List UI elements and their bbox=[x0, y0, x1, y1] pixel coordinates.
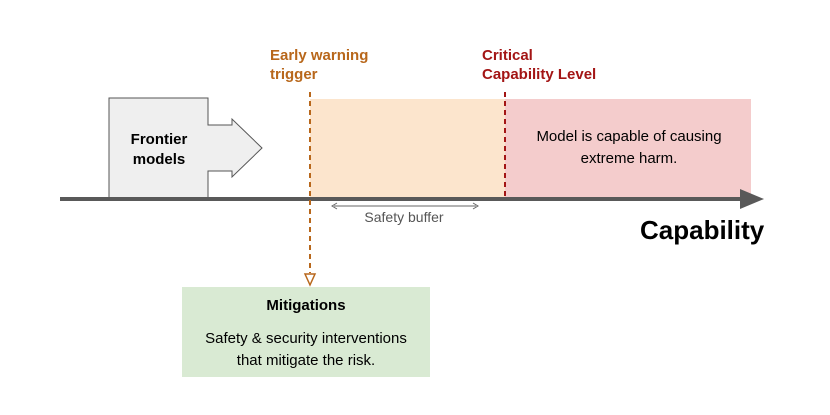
safety-buffer-arrow-left bbox=[331, 202, 338, 210]
capability-axis-arrowhead bbox=[740, 189, 764, 209]
safety-buffer-zone bbox=[310, 99, 505, 199]
capability-axis-label: Capability bbox=[640, 215, 765, 245]
mitigations-box bbox=[182, 287, 430, 377]
critical-level-label: Critical Capability Level bbox=[482, 47, 597, 83]
early-warning-label: Early warning trigger bbox=[270, 47, 369, 83]
frontier-models-label: Frontier models bbox=[130, 131, 188, 168]
mitigations-description: Safety & security interventions that mit… bbox=[205, 330, 407, 369]
harm-description: Model is capable of causing extreme harm… bbox=[536, 128, 722, 167]
harm-zone bbox=[505, 99, 751, 199]
safety-buffer-arrow-right bbox=[472, 202, 479, 210]
early-warning-arrowhead bbox=[303, 273, 317, 287]
safety-buffer-label: Safety buffer bbox=[364, 209, 444, 225]
mitigations-title: Mitigations bbox=[266, 297, 346, 314]
